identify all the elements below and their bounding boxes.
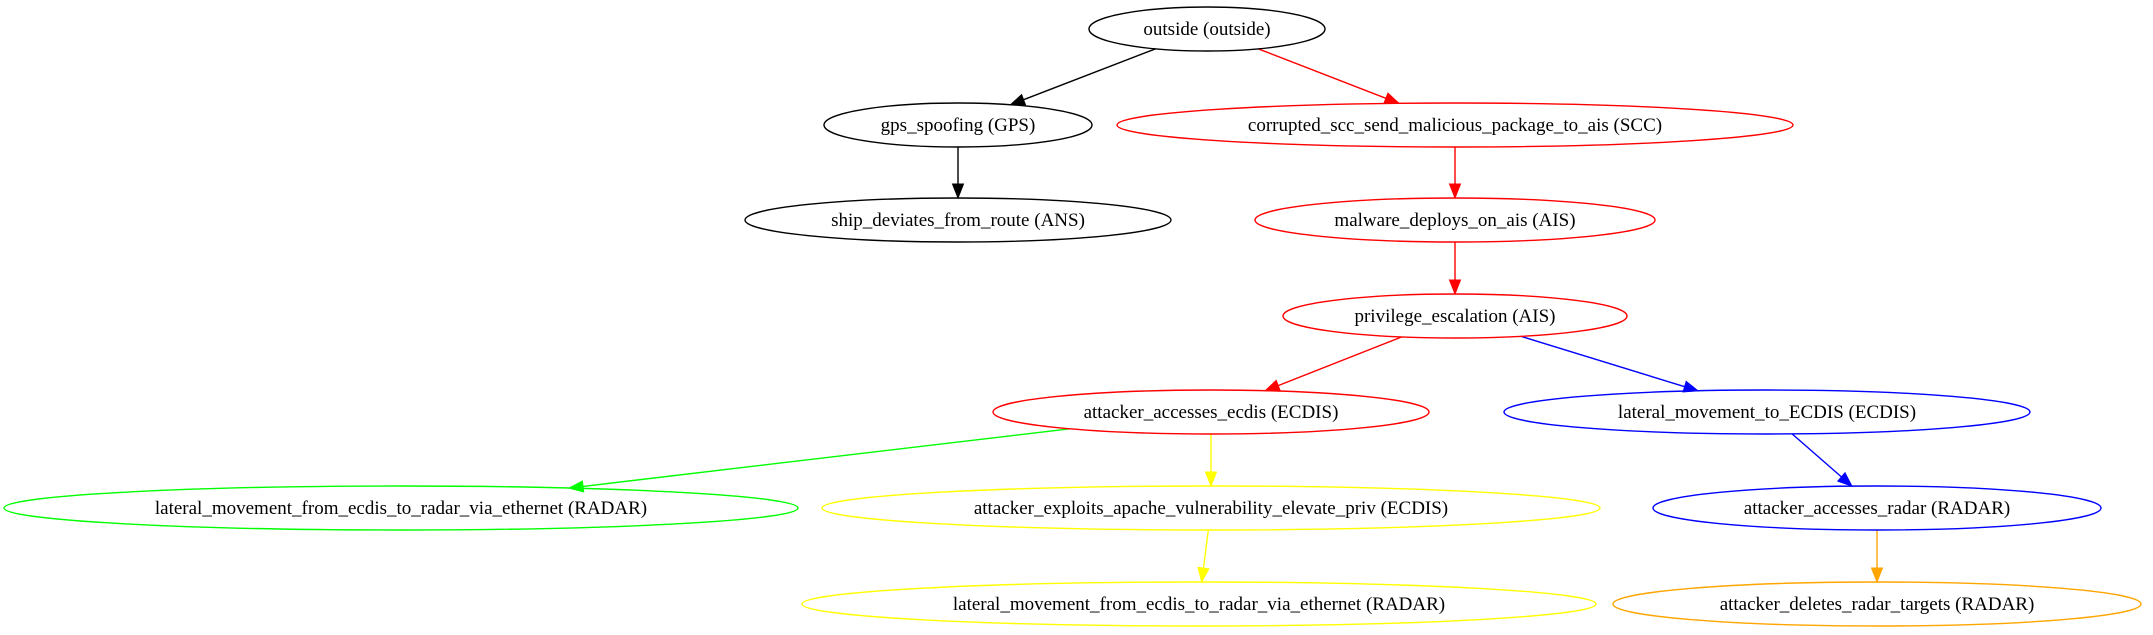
node-label: lateral_movement_to_ECDIS (ECDIS): [1618, 402, 1916, 423]
edge-line: [1257, 48, 1387, 99]
node-ellipse: [1503, 389, 2031, 435]
node-ellipse: [1612, 581, 2142, 627]
edge-privesc-to-latecdis: [1520, 335, 1700, 393]
node-ellipse: [1088, 6, 1326, 52]
edge-arrowhead: [1836, 471, 1853, 487]
edge-arrowhead: [1204, 471, 1218, 488]
edge-arrowhead: [1383, 92, 1401, 104]
node-label: gps_spoofing (GPS): [881, 115, 1036, 136]
node-ellipse: [1282, 293, 1628, 339]
node-label: malware_deploys_on_ais (AIS): [1334, 210, 1575, 231]
edge-radar-to-delete: [1870, 530, 1884, 584]
edge-arrowhead: [1870, 567, 1884, 584]
node-label: lateral_movement_from_ecdis_to_radar_via…: [953, 594, 1445, 615]
node-ellipse: [992, 389, 1430, 435]
edge-privesc-to-ecdis: [1263, 336, 1403, 392]
edge-outside-to-gps: [1009, 48, 1156, 106]
edge-arrowhead: [1448, 279, 1462, 296]
edge-arrowhead: [1263, 379, 1281, 392]
edges-layer: [567, 48, 1884, 584]
node-latradar_green: lateral_movement_from_ecdis_to_radar_via…: [3, 485, 799, 531]
node-radar: attacker_accesses_radar (RADAR): [1652, 485, 2102, 531]
node-ellipse: [1116, 102, 1794, 148]
edge-malware-to-privesc: [1448, 242, 1462, 296]
node-label: attacker_accesses_ecdis (ECDIS): [1084, 402, 1339, 423]
edge-line: [1791, 433, 1842, 478]
node-ellipse: [823, 102, 1093, 148]
node-outside: outside (outside): [1088, 6, 1326, 52]
edge-line: [1520, 335, 1685, 388]
edge-line: [1277, 336, 1403, 387]
edge-line: [583, 428, 1070, 488]
node-privesc: privilege_escalation (AIS): [1282, 293, 1628, 339]
node-malware: malware_deploys_on_ais (AIS): [1254, 197, 1656, 243]
node-label: corrupted_scc_send_malicious_package_to_…: [1248, 115, 1662, 136]
node-ellipse: [801, 581, 1597, 627]
node-label: attacker_exploits_apache_vulnerability_e…: [974, 498, 1448, 519]
node-gps: gps_spoofing (GPS): [823, 102, 1093, 148]
node-ellipse: [1254, 197, 1656, 243]
edge-arrowhead: [1009, 93, 1027, 106]
edge-ecdis-to-latradar_green: [567, 428, 1070, 493]
edge-arrowhead: [1448, 183, 1462, 200]
edge-line: [1202, 529, 1209, 569]
edge-latecdis-to-radar: [1791, 433, 1853, 487]
edge-apache-to-latradar_yellow: [1197, 529, 1210, 584]
node-label: attacker_deletes_radar_targets (RADAR): [1720, 594, 2035, 615]
edge-gps-to-ans: [951, 147, 965, 200]
node-ellipse: [3, 485, 799, 531]
edge-outside-to-scc: [1257, 48, 1401, 104]
edge-line: [1023, 48, 1156, 101]
node-delete: attacker_deletes_radar_targets (RADAR): [1612, 581, 2142, 627]
node-latecdis: lateral_movement_to_ECDIS (ECDIS): [1503, 389, 2031, 435]
node-label: attacker_accesses_radar (RADAR): [1744, 498, 2010, 519]
node-ellipse: [744, 197, 1172, 243]
edge-scc-to-malware: [1448, 147, 1462, 200]
node-ellipse: [1652, 485, 2102, 531]
node-ans: ship_deviates_from_route (ANS): [744, 197, 1172, 243]
node-latradar_yellow: lateral_movement_from_ecdis_to_radar_via…: [801, 581, 1597, 627]
edge-arrowhead: [567, 480, 585, 493]
node-label: privilege_escalation (AIS): [1354, 306, 1555, 327]
node-apache: attacker_exploits_apache_vulnerability_e…: [821, 485, 1601, 531]
node-ellipse: [821, 485, 1601, 531]
nodes-layer: outside (outside) gps_spoofing (GPS) corru…: [3, 6, 2142, 627]
node-label: outside (outside): [1143, 19, 1270, 40]
node-label: lateral_movement_from_ecdis_to_radar_via…: [155, 498, 647, 519]
node-label: ship_deviates_from_route (ANS): [831, 210, 1085, 231]
edge-arrowhead: [1197, 566, 1210, 584]
node-scc: corrupted_scc_send_malicious_package_to_…: [1116, 102, 1794, 148]
edge-ecdis-to-apache: [1204, 434, 1218, 488]
edge-arrowhead: [951, 183, 965, 200]
node-ecdis: attacker_accesses_ecdis (ECDIS): [992, 389, 1430, 435]
